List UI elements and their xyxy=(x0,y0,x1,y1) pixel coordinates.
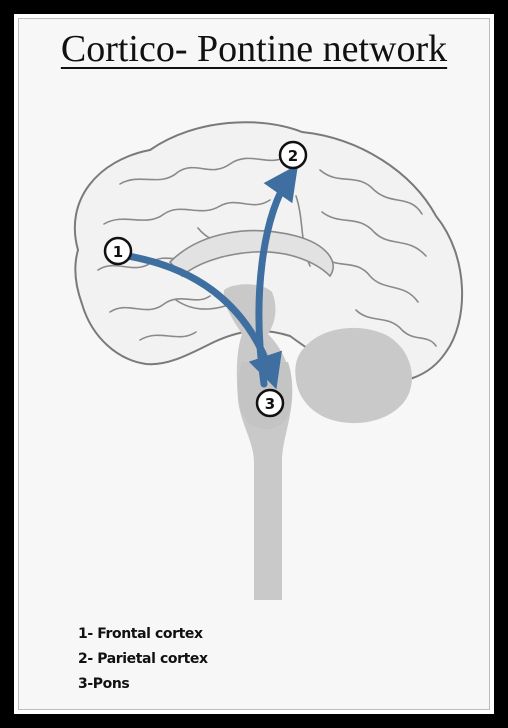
marker-3-label: 3 xyxy=(265,395,275,413)
marker-3: 3 xyxy=(257,390,283,416)
marker-2: 2 xyxy=(280,142,306,168)
legend-item-frontal: 1- Frontal cortex xyxy=(78,622,208,647)
legend-item-pons: 3-Pons xyxy=(78,672,208,697)
legend: 1- Frontal cortex 2- Parietal cortex 3-P… xyxy=(78,622,208,697)
legend-item-parietal: 2- Parietal cortex xyxy=(78,647,208,672)
marker-1-label: 1 xyxy=(113,243,123,261)
marker-1: 1 xyxy=(105,238,131,264)
cerebellum xyxy=(295,328,412,423)
marker-2-label: 2 xyxy=(288,147,298,165)
